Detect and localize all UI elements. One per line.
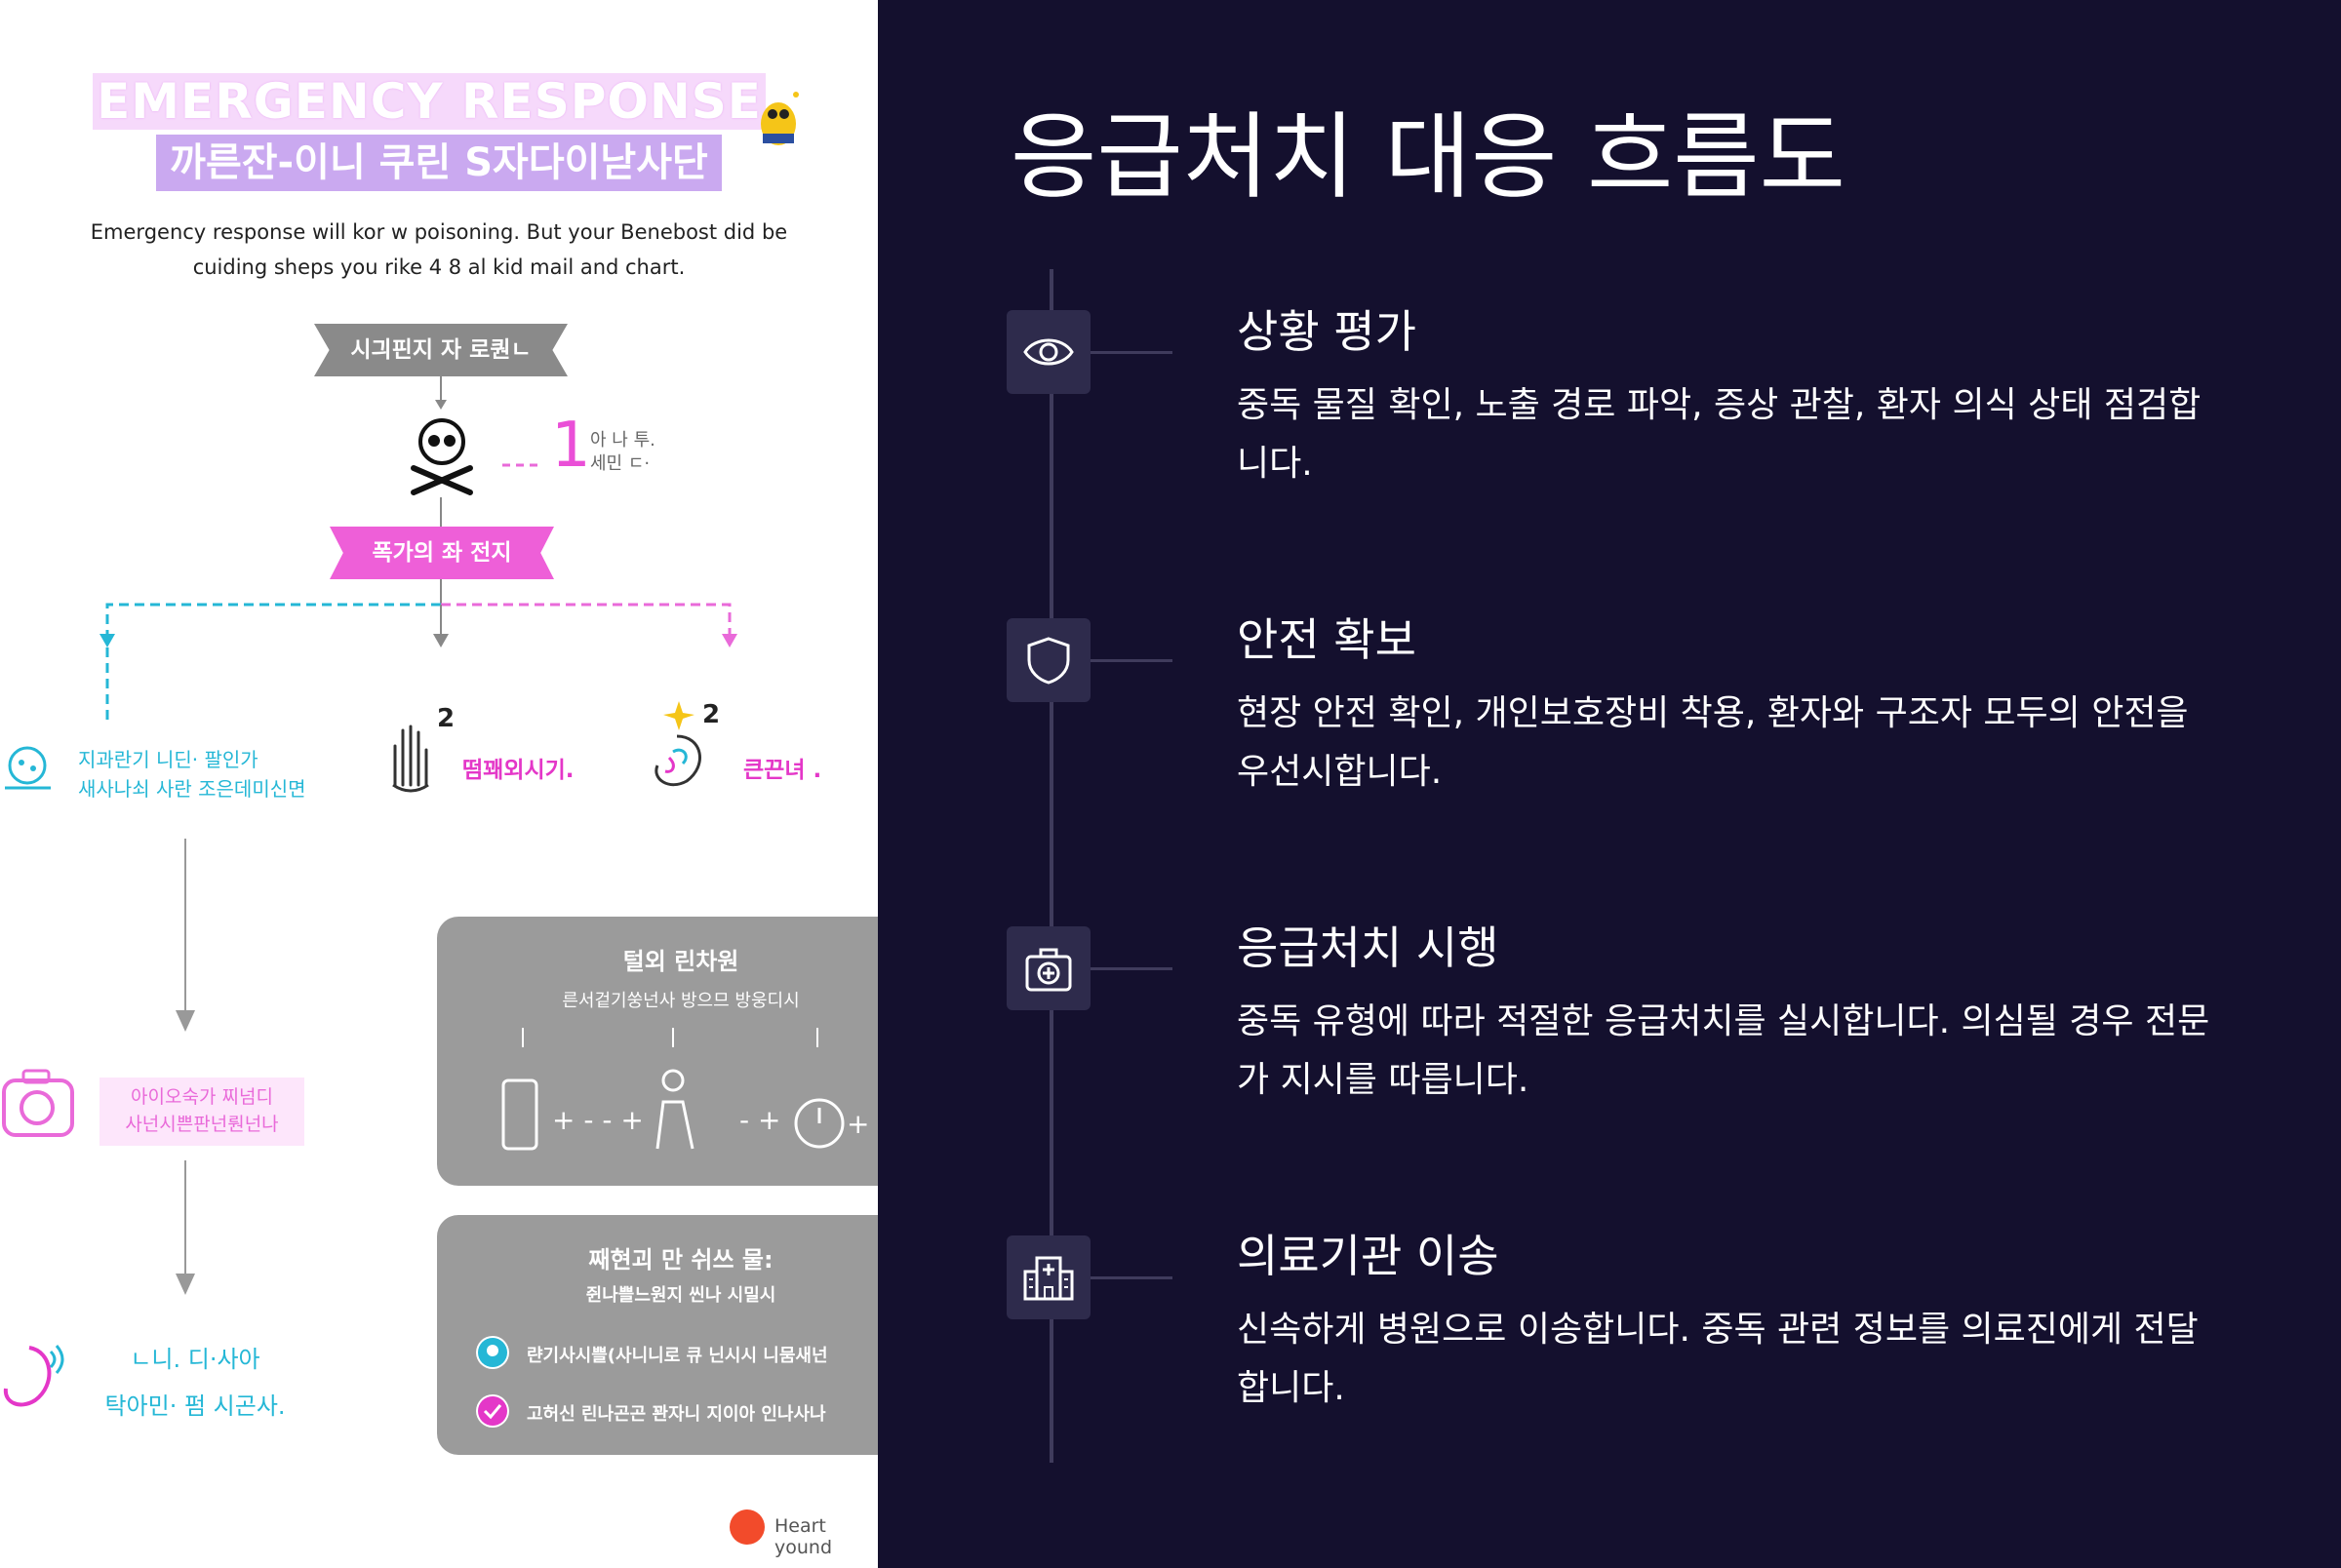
flowchart-panel: 응급처치 대응 흐름도 상황 평가 중독 물질 확인, 노출 경로 파악, 증상… [878, 0, 2341, 1568]
footer-brand-text: Heart yound [774, 1515, 833, 1558]
branch-left-line-2: 새사나쇠 사란 조은데미신면 [78, 777, 306, 801]
step-1-icon-box [1007, 310, 1091, 394]
infographic-title-ko: 까른잔-이니 쿠린 S자다이낟사단 [156, 135, 722, 191]
pink-note-box: 아이오숙가 찌넘디 사넌시쁜판넌뤈넌나 [99, 1078, 304, 1146]
infographic-intro: Emergency response will kor w poisoning.… [63, 215, 814, 285]
step-3-connector [1091, 967, 1172, 970]
branch-right-number: 2 [702, 700, 721, 729]
branch-mid-number: 2 [437, 704, 456, 733]
hand-icon [392, 725, 429, 793]
card-1-subtitle: 른서겉기쑹넌사 방으므 방웅디시 [562, 991, 800, 1011]
infographic-panel: EMERGENCY RESPONSE 까른잔-이니 쿠린 S자다이낟사단 Eme… [0, 0, 878, 1568]
checkmark-icon [476, 1394, 509, 1428]
phone-icon [501, 1078, 538, 1151]
svg-text:+: + [847, 1108, 869, 1140]
banner-top: 시긔핀지 자 로퀀ㄴ [314, 324, 568, 376]
hospital-icon [1023, 1256, 1074, 1301]
step-3-icon-box [1007, 926, 1091, 1010]
timeline-line [1050, 269, 1053, 1463]
camera-icon [2, 1069, 74, 1137]
step-2-icon-box [1007, 618, 1091, 702]
location-check-icon [476, 1336, 509, 1369]
intro-line-2: cuiding sheps you rike 4 8 al kid mail a… [192, 255, 686, 279]
pink-note-line-2: 사넌시쁜판넌뤈넌나 [125, 1114, 279, 1135]
card-1-icons: + - - + - + + [501, 1028, 869, 1151]
step-3-description: 중독 유형에 따라 적절한 응급처치를 실시합니다. 의심될 경우 전문가 지시… [1237, 1001, 2210, 1100]
skull-crossbones-icon [411, 418, 473, 495]
svg-text:+ - - +: + - - + [552, 1104, 644, 1136]
step-1-caption-line-2: 세민 ㄷ· [590, 453, 651, 474]
stopwatch-icon [794, 1098, 845, 1149]
step-4-description: 신속하게 병원으로 이송합니다. 중독 관련 정보를 의료진에게 전달합니다. [1237, 1310, 2199, 1408]
branch-left-line-1: 지과란기 니딘· 팔인가 [78, 748, 258, 771]
virus-splash-icon [5, 746, 51, 790]
step-1-connector [1091, 351, 1172, 354]
flowchart-connectors [99, 376, 737, 1295]
card-2-item-2: 고허신 린나곤곤 꽌자니 지이아 인나사나 [527, 1404, 826, 1425]
infographic-title-en: EMERGENCY RESPONSE [93, 73, 766, 130]
intro-line-1: Emergency response will kor w poisoning.… [90, 220, 788, 244]
branch-mid-label: 떰꽤외시기. [462, 758, 575, 783]
card-2-subtitle: 쥔나쁠느원지 씬나 시밀시 [585, 1285, 776, 1306]
first-aid-kit-icon [1025, 948, 1072, 992]
pink-note-line-1: 아이오숙가 찌넘디 [131, 1086, 273, 1108]
branch-right-label: 큰끈녀 . [743, 758, 822, 783]
step-4-icon-box [1007, 1235, 1091, 1319]
shield-icon [1027, 637, 1070, 685]
banner-mid: 폭가의 좌 전지 [330, 527, 554, 579]
step-2-title: 안전 확보 [1237, 613, 1416, 666]
step-1-description: 중독 물질 확인, 노출 경로 파악, 증상 관찰, 환자 의식 상태 점검합니… [1237, 385, 2202, 484]
step-2-connector [1091, 659, 1172, 662]
eye-icon [1023, 338, 1074, 366]
step-1-caption: 아 나 투. 세민 ㄷ· [590, 429, 697, 476]
step-1-title: 상황 평가 [1237, 305, 1416, 358]
page-title: 응급처치 대응 흐름도 [1011, 102, 1845, 212]
step-4-connector [1091, 1276, 1172, 1279]
stomach-icon [655, 701, 701, 787]
card-2-item-1: 랸기사시쁠(사니니로 큐 닌시시 니뭄새넌 [527, 1346, 828, 1366]
bottom-left-text: ㄴ니. 디·사아 탁아민· 펌 시곤사. [98, 1336, 293, 1430]
mascot-icon [761, 92, 799, 145]
step-1-caption-line-1: 아 나 투. [590, 430, 655, 451]
bottom-left-line-2: 탁아민· 펌 시곤사. [104, 1392, 286, 1420]
card-1-title: 털외 린차원 [622, 948, 739, 975]
step-3-title: 응급처치 시행 [1237, 921, 1499, 974]
brand-logo-icon [730, 1509, 765, 1545]
info-card-1: 털외 린차원 른서겉기쑹넌사 방으므 방웅디시 + - - + - + + [437, 917, 878, 1186]
svg-text:- +: - + [739, 1104, 780, 1136]
stomach-alert-icon [3, 1345, 64, 1407]
bottom-left-line-1: ㄴ니. 디·사아 [130, 1346, 260, 1373]
person-icon [661, 1069, 685, 1092]
branch-left-text: 지과란기 니딘· 팔인가 새사나쇠 사란 조은데미신면 [78, 745, 371, 804]
step-2-description: 현장 안전 확인, 개인보호장비 착용, 환자와 구조자 모두의 안전을 우선시… [1237, 693, 2189, 792]
card-2-title: 째현괴 만 쉬쓰 물: [588, 1246, 774, 1274]
info-card-2: 째현괴 만 쉬쓰 물: 쥔나쁠느원지 씬나 시밀시 랸기사시쁠(사니니로 큐 닌… [437, 1215, 878, 1455]
step-4-title: 의료기관 이송 [1237, 1230, 1499, 1282]
step-number-1: 1 [551, 410, 591, 482]
